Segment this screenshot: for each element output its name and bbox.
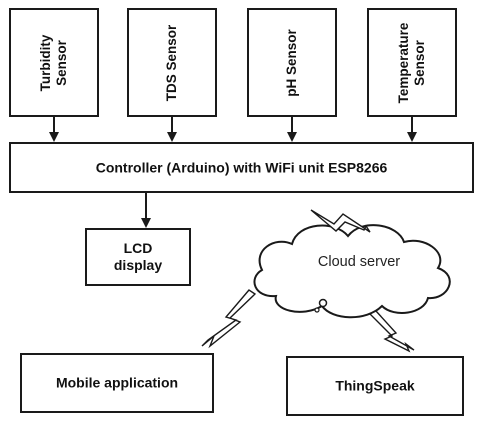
turbidity-sensor-label-line2: Sensor bbox=[54, 39, 69, 86]
lcd-display-label-line1: LCD bbox=[123, 240, 153, 256]
tds-sensor-label: TDS Sensor bbox=[164, 24, 180, 101]
mobile-application-label: Mobile application bbox=[55, 374, 179, 391]
cloud-server-label: Cloud server bbox=[317, 254, 401, 270]
temperature-sensor-box: Temperature Sensor bbox=[367, 8, 457, 117]
temperature-sensor-label: Temperature Sensor bbox=[396, 22, 428, 103]
ph-sensor-box: pH Sensor bbox=[247, 8, 337, 117]
tds-sensor-box: TDS Sensor bbox=[127, 8, 217, 117]
lcd-display-box: LCD display bbox=[85, 228, 191, 286]
thingspeak-box: ThingSpeak bbox=[286, 356, 464, 416]
lcd-display-label: LCD display bbox=[87, 240, 189, 274]
thingspeak-label: ThingSpeak bbox=[335, 377, 415, 394]
lightning-cloud-mobile-icon bbox=[201, 289, 257, 349]
cloud-shape bbox=[253, 224, 451, 319]
temperature-sensor-label-line2: Sensor bbox=[412, 39, 427, 86]
ph-sensor-label: pH Sensor bbox=[284, 29, 300, 97]
controller-label: Controller (Arduino) with WiFi unit ESP8… bbox=[95, 159, 388, 175]
controller-box: Controller (Arduino) with WiFi unit ESP8… bbox=[9, 142, 474, 193]
cloud-bubble-large bbox=[318, 298, 328, 308]
mobile-application-box: Mobile application bbox=[20, 353, 214, 413]
tds-sensor-label-line1: TDS Sensor bbox=[164, 24, 179, 101]
lightning-controller-cloud-icon bbox=[310, 209, 371, 233]
lightning-cloud-thingspeak-icon bbox=[368, 310, 415, 353]
lcd-display-label-line2: display bbox=[113, 257, 163, 273]
turbidity-sensor-box: Turbidity Sensor bbox=[9, 8, 99, 117]
turbidity-sensor-label: Turbidity Sensor bbox=[38, 34, 70, 91]
temperature-sensor-label-line1: Temperature bbox=[396, 22, 411, 103]
cloud-bubble-small bbox=[314, 307, 320, 313]
turbidity-sensor-label-line1: Turbidity bbox=[38, 34, 53, 91]
ph-sensor-label-line1: pH Sensor bbox=[284, 28, 299, 97]
